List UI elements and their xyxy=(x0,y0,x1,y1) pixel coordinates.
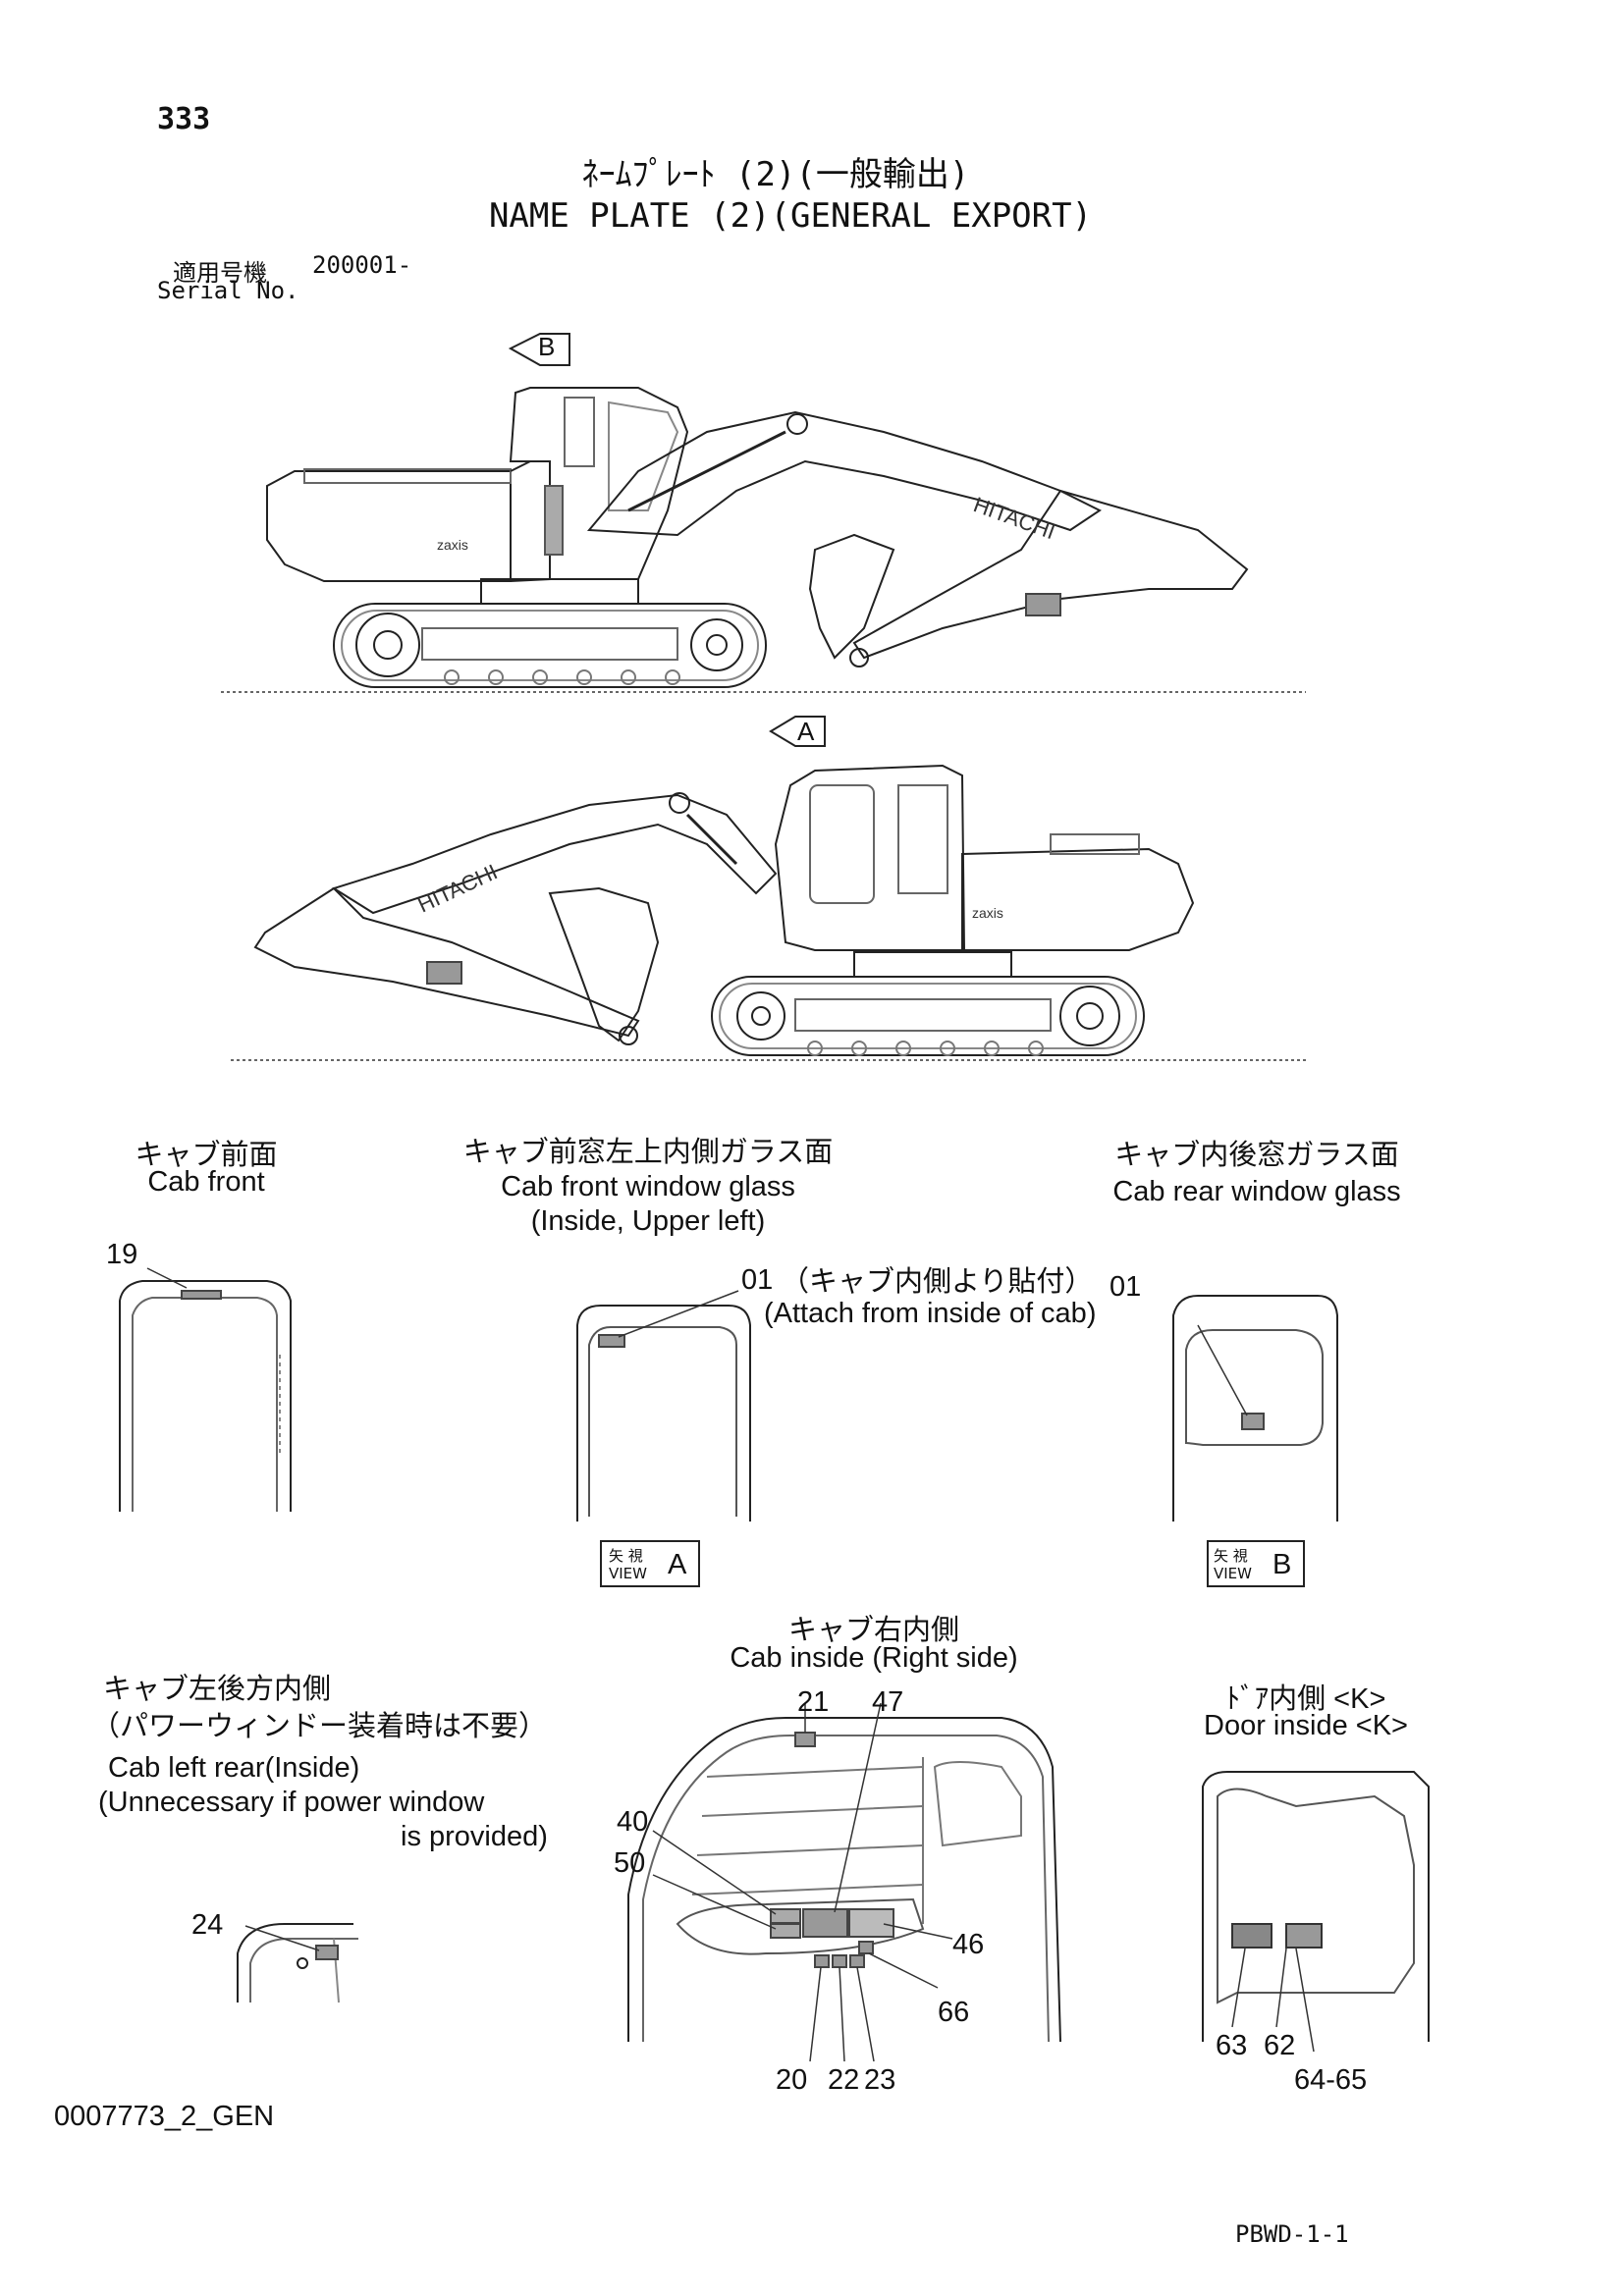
door-inside-label-en: Door inside <K> xyxy=(1204,1710,1408,1741)
view-a-box xyxy=(600,1540,700,1587)
callout-22: 22 xyxy=(828,2064,860,2096)
callout-64-65: 64-65 xyxy=(1294,2064,1368,2096)
left-rear-label-en: Cab left rear(Inside) xyxy=(108,1752,360,1784)
front-glass-label-en: Cab front window glass xyxy=(501,1171,795,1202)
model-badge-1: zaxis xyxy=(437,537,468,553)
callout-21: 21 xyxy=(797,1686,830,1718)
left-rear-note-en1: (Unnecessary if power window xyxy=(98,1787,485,1818)
callout-01-front: 01 xyxy=(741,1264,774,1296)
cab-front-drawing xyxy=(119,1267,292,1512)
front-glass-label-en-sub: (Inside, Upper left) xyxy=(530,1205,766,1237)
right-inside-label-jp: キャブ右内側 xyxy=(787,1615,959,1646)
view-a-marker: A xyxy=(797,717,815,746)
cab-front-label-en: Cab front xyxy=(147,1166,265,1198)
view-a-letter: A xyxy=(668,1549,687,1580)
view-b-letter: B xyxy=(1272,1549,1292,1580)
drawing-id: 0007773_2_GEN xyxy=(54,2101,275,2132)
view-b-jp: 矢 視 xyxy=(1214,1547,1248,1565)
serial-label-en: Serial No. xyxy=(157,277,299,304)
drawing-code: PBWD-1-1 xyxy=(1235,2220,1349,2248)
door-inside-drawing xyxy=(1202,1771,1430,2053)
front-glass-drawing xyxy=(576,1290,751,1522)
callout-01-rear: 01 xyxy=(1110,1271,1142,1303)
view-b-en: VIEW xyxy=(1214,1565,1252,1582)
front-glass-label-jp: キャブ前窓左上内側ガラス面 xyxy=(462,1137,834,1168)
door-inside-label-jp: ﾄﾞｱ内側 <K> xyxy=(1225,1683,1386,1715)
attach-note-en: (Attach from inside of cab) xyxy=(764,1298,1097,1329)
callout-47: 47 xyxy=(872,1686,904,1718)
title-japanese: ﾈｰﾑﾌﾟﾚｰﾄ (2)(一般輸出) xyxy=(581,155,970,194)
view-a-jp: 矢 視 xyxy=(609,1547,643,1565)
view-b-arrow-icon xyxy=(508,333,570,366)
callout-63: 63 xyxy=(1216,2030,1248,2061)
cab-front-label-jp: キャブ前面 xyxy=(135,1140,278,1171)
serial-range: 200001- xyxy=(312,251,412,279)
callout-66: 66 xyxy=(938,1997,970,2028)
callout-40: 40 xyxy=(617,1806,649,1838)
view-b-marker: B xyxy=(538,332,556,361)
brand-text-1: HITACHI xyxy=(970,492,1058,544)
title-english: NAME PLATE (2)(GENERAL EXPORT) xyxy=(488,196,1093,236)
right-inside-drawing xyxy=(627,1702,1061,2062)
model-badge-2: zaxis xyxy=(972,905,1003,921)
brand-text-2: HITACHI xyxy=(414,859,502,917)
left-rear-note-en2: is provided) xyxy=(401,1821,548,1852)
callout-50: 50 xyxy=(614,1847,646,1879)
rear-glass-label-jp: キャブ内後窓ガラス面 xyxy=(1114,1140,1399,1171)
attach-note-jp: （キャブ内側より貼付） xyxy=(781,1266,1094,1298)
callout-20: 20 xyxy=(776,2064,808,2096)
callout-23: 23 xyxy=(864,2064,896,2096)
callout-24: 24 xyxy=(191,1909,224,1941)
serial-label-jp: 適用号機 xyxy=(173,259,267,287)
excavator-side-view-right: zaxis HITACHI xyxy=(221,333,1306,693)
right-inside-label-en: Cab inside (Right side) xyxy=(730,1642,1018,1674)
callout-46: 46 xyxy=(952,1929,985,1960)
view-a-en: VIEW xyxy=(609,1565,647,1582)
left-rear-label-jp: キャブ左後方内側 xyxy=(103,1674,332,1705)
view-b-box xyxy=(1207,1540,1305,1587)
left-rear-note-jp: （パワーウィンドー装着時は不要） xyxy=(91,1711,548,1742)
rear-glass-drawing xyxy=(1172,1295,1338,1522)
view-a-arrow-icon xyxy=(769,716,826,747)
excavator-side-view-left: zaxis HITACHI xyxy=(231,716,1306,1061)
page-number: 333 xyxy=(157,102,211,136)
callout-62: 62 xyxy=(1264,2030,1296,2061)
callout-19: 19 xyxy=(106,1239,138,1270)
left-rear-drawing xyxy=(237,1923,358,2003)
rear-glass-label-en: Cab rear window glass xyxy=(1112,1176,1401,1207)
